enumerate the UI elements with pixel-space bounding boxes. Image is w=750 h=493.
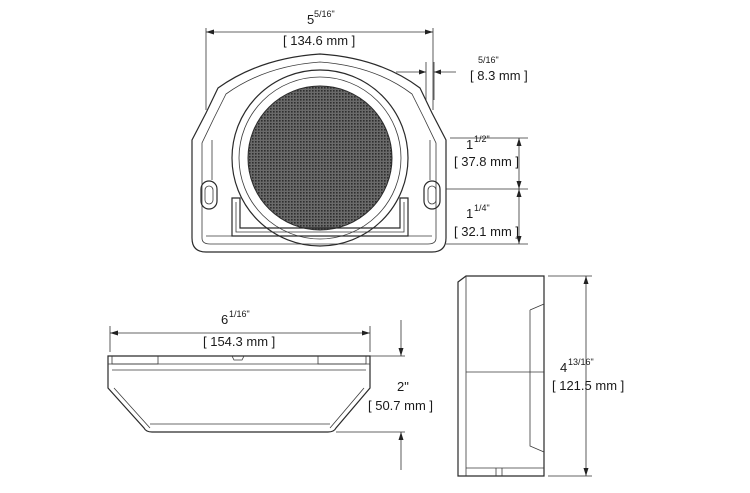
bottom-chamfer-left <box>113 387 151 429</box>
bottom-width-fraction: 1/16" <box>229 309 250 319</box>
bottom-housing-outline <box>107 355 371 433</box>
height-dimensions: 1 1/2" [ 37.8 mm ] 1 1/4" [ 32.1 mm ] <box>446 134 528 245</box>
upper-height-metric: [ 37.8 mm ] <box>454 154 519 169</box>
side-view <box>457 275 545 477</box>
front-width-fraction: 5/16" <box>314 9 335 19</box>
front-housing-inner <box>201 61 437 245</box>
upper-height-whole: 1 <box>466 137 473 152</box>
front-width-metric: [ 134.6 mm ] <box>283 33 355 48</box>
left-mount-slot-inner <box>204 185 214 205</box>
front-housing-outline <box>191 53 447 253</box>
right-mount-slot <box>423 180 441 210</box>
upper-height-fraction: 1/2" <box>474 134 490 144</box>
side-height-dimension: 4 13/16" [ 121.5 mm ] <box>548 275 624 477</box>
bottom-view <box>107 355 371 433</box>
lower-height-fraction: 1/4" <box>474 203 490 213</box>
side-height-metric: [ 121.5 mm ] <box>552 378 624 393</box>
bottom-left-tab <box>111 356 159 365</box>
grille-outer-ring <box>231 69 409 247</box>
front-view <box>191 53 447 253</box>
side-housing-outline <box>457 275 545 477</box>
lower-height-whole: 1 <box>466 206 473 221</box>
bottom-depth-metric: [ 50.7 mm ] <box>368 398 433 413</box>
side-bezel <box>529 303 545 453</box>
bezel-depth-dimension: 5/16" [ 8.3 mm ] <box>396 55 528 100</box>
side-height-whole: 4 <box>560 360 567 375</box>
bottom-width-whole: 6 <box>221 312 228 327</box>
bottom-right-tab <box>317 356 367 365</box>
bottom-width-metric: [ 154.3 mm ] <box>203 334 275 349</box>
left-mount-slot <box>200 180 218 210</box>
bottom-center-notch <box>231 355 245 361</box>
front-width-whole: 5 <box>307 12 314 27</box>
side-bottom-notch <box>495 468 503 476</box>
front-width-dimension: 5 5/16" [ 134.6 mm ] <box>205 9 434 110</box>
bezel-depth-fraction: 5/16" <box>478 55 499 65</box>
right-mount-slot-inner <box>427 185 437 205</box>
bottom-depth-whole: 2" <box>397 379 409 394</box>
front-lower-bracket-inner <box>235 202 405 233</box>
bottom-depth-dimension: 2" [ 50.7 mm ] <box>336 320 433 470</box>
speaker-grille <box>247 85 393 231</box>
lower-height-metric: [ 32.1 mm ] <box>454 224 519 239</box>
grille-mid-ring <box>238 76 402 240</box>
bezel-depth-metric: [ 8.3 mm ] <box>470 68 528 83</box>
front-lower-bracket <box>231 197 409 237</box>
side-height-fraction: 13/16" <box>568 357 594 367</box>
bottom-width-dimension: 6 1/16" [ 154.3 mm ] <box>109 309 371 352</box>
bottom-chamfer-right <box>329 387 365 429</box>
